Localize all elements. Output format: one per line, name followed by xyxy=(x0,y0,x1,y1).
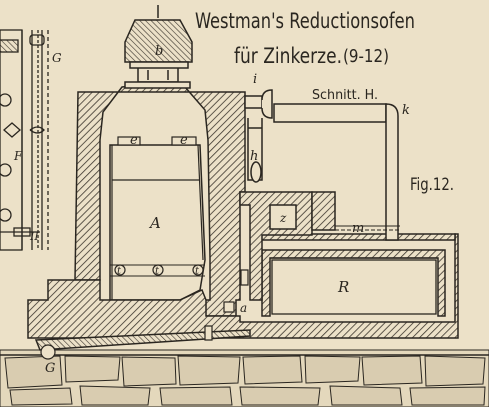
label-F: F xyxy=(13,149,23,163)
gas-pipe xyxy=(244,89,399,241)
label-k: k xyxy=(402,103,410,118)
furnace-masonry xyxy=(27,84,459,351)
section-label: Schnitt. H. xyxy=(312,88,378,103)
title-line2: für Zinkerze. xyxy=(234,44,342,68)
label-t2: t xyxy=(155,266,160,277)
title-line1: Westman's Reductionsofen xyxy=(195,9,415,33)
shaft-interior xyxy=(110,136,205,300)
label-e2: e xyxy=(180,133,188,148)
label-a: a xyxy=(240,301,247,315)
label-t3: t xyxy=(195,266,200,277)
label-A: A xyxy=(148,214,161,232)
small-details xyxy=(40,269,249,360)
label-t1: t xyxy=(117,266,122,277)
regenerator-chamber xyxy=(270,257,438,315)
label-i: i xyxy=(253,72,257,87)
label-b: b xyxy=(155,44,163,59)
label-e1: e xyxy=(130,133,138,148)
title-ref: (9-12) xyxy=(343,46,389,67)
flue-channel xyxy=(335,225,400,231)
charging-hopper xyxy=(124,5,193,89)
label-G-side: G xyxy=(52,51,62,65)
stone-foundation xyxy=(0,349,489,407)
label-m: m xyxy=(352,221,364,236)
label-h: h xyxy=(250,149,258,164)
label-II: II xyxy=(29,230,39,243)
label-R: R xyxy=(337,278,349,296)
label-z: z xyxy=(279,211,287,225)
left-partial-figure xyxy=(0,29,49,251)
label-G: G xyxy=(45,361,55,376)
figure-label: Fig.12. xyxy=(410,175,454,195)
